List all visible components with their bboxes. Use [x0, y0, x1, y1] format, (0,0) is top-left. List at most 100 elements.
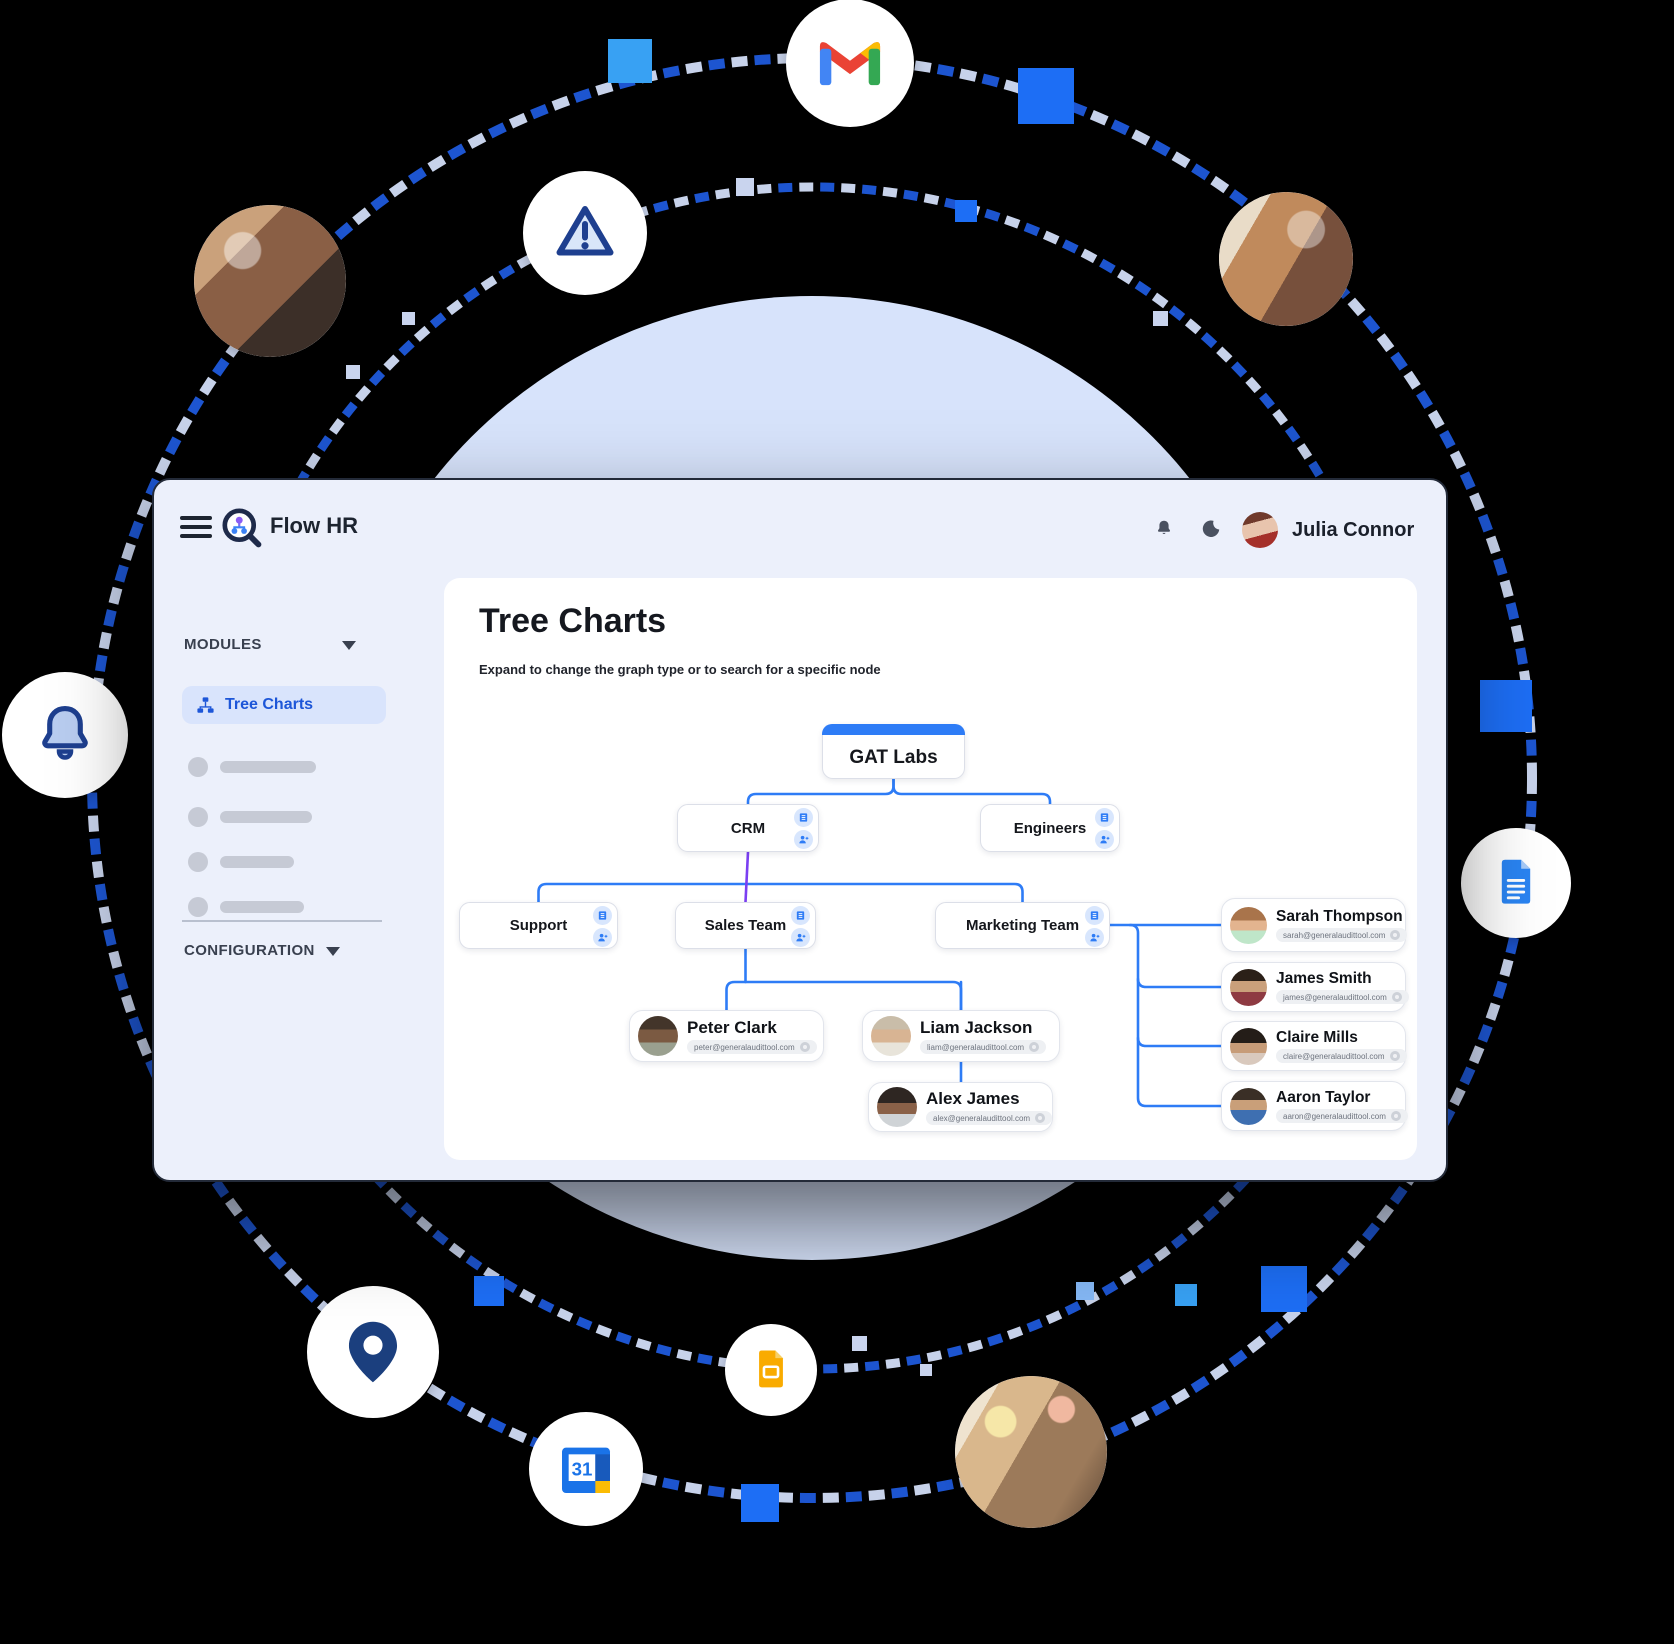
person-avatar	[1230, 1027, 1267, 1065]
add-person-icon[interactable]	[1095, 830, 1114, 849]
copy-email-icon[interactable]	[1029, 1042, 1040, 1052]
node-label: Support	[509, 917, 568, 934]
person-avatar	[871, 1016, 911, 1056]
tree-node-marketing-team[interactable]: Marketing Team	[935, 902, 1110, 949]
org-unit-icon[interactable]	[593, 906, 612, 925]
dark-mode-moon-icon[interactable]	[1200, 518, 1222, 540]
bell-icon	[42, 706, 88, 760]
hamburger-menu-icon[interactable]	[180, 516, 212, 540]
person-email: sarah@generalaudittool.com	[1283, 930, 1386, 940]
org-unit-icon[interactable]	[1095, 808, 1114, 827]
sidebar-skeleton-item	[188, 757, 316, 777]
org-unit-icon[interactable]	[1085, 906, 1104, 925]
tree-node-sales-team[interactable]: Sales Team	[675, 902, 816, 949]
tree-chart-icon	[197, 696, 214, 713]
sidebar-section-configuration: CONFIGURATION	[184, 942, 315, 959]
node-label: Engineers	[1013, 819, 1087, 837]
org-unit-icon[interactable]	[791, 906, 810, 925]
person-card-liam-jackson[interactable]: Liam Jackson liam@generalaudittool.com	[862, 1010, 1060, 1062]
tree-node-support[interactable]: Support	[459, 902, 618, 949]
person-card-james-smith[interactable]: James Smith james@generalaudittool.com	[1221, 962, 1409, 1012]
copy-email-icon[interactable]	[799, 1042, 810, 1052]
add-person-icon[interactable]	[794, 830, 813, 849]
person-email: liam@generalaudittool.com	[927, 1042, 1025, 1052]
tree-connectors	[537, 777, 1223, 1108]
decor-square	[741, 1484, 779, 1522]
add-person-icon[interactable]	[593, 928, 612, 947]
person-name: Alex James	[926, 1089, 1020, 1108]
person-card-alex-james[interactable]: Alex James alex@generalaudittool.com	[868, 1082, 1053, 1132]
copy-email-icon[interactable]	[1391, 992, 1402, 1002]
decor-square	[346, 365, 360, 379]
photo-team-top-right	[1219, 192, 1353, 326]
modules-collapse-caret-icon[interactable]	[342, 641, 356, 650]
location-badge	[307, 1286, 439, 1418]
photo-person-bottom	[955, 1376, 1107, 1528]
flow-hr-logo-icon	[222, 508, 262, 548]
person-email: aaron@generalaudittool.com	[1283, 1111, 1386, 1121]
node-label: GAT Labs	[849, 747, 938, 768]
person-card-sarah-thompson[interactable]: Sarah Thompson sarah@generalaudittool.co…	[1221, 898, 1408, 952]
google-docs-icon	[1501, 859, 1531, 904]
decor-square	[402, 312, 415, 325]
configuration-collapse-caret-icon[interactable]	[326, 947, 340, 956]
person-name: Peter Clark	[687, 1018, 777, 1037]
user-avatar[interactable]	[1242, 512, 1278, 548]
person-avatar	[638, 1016, 678, 1056]
copy-email-icon[interactable]	[1390, 930, 1401, 940]
node-label: CRM	[730, 819, 766, 837]
warning-badge	[523, 171, 647, 295]
person-avatar	[1230, 906, 1267, 944]
decor-square	[1153, 311, 1168, 326]
team-photo	[1219, 192, 1353, 326]
slides-badge	[725, 1324, 817, 1416]
person-avatar	[877, 1087, 917, 1127]
person-card-aaron-taylor[interactable]: Aaron Taylor aaron@generalaudittool.com	[1221, 1081, 1408, 1131]
photo-team-top-left	[194, 205, 346, 357]
warning-icon	[556, 206, 614, 256]
person-card-claire-mills[interactable]: Claire Mills claire@generalaudittool.com	[1221, 1021, 1407, 1071]
person-name: Aaron Taylor	[1276, 1089, 1371, 1106]
copy-email-icon[interactable]	[1389, 1051, 1400, 1061]
sidebar-skeleton-item	[188, 852, 294, 872]
person-email: peter@generalaudittool.com	[694, 1042, 795, 1052]
person-name: Liam Jackson	[920, 1018, 1033, 1037]
copy-email-icon[interactable]	[1390, 1111, 1401, 1121]
root-node-header-bar	[822, 724, 965, 735]
notifications-bell-icon[interactable]	[1153, 518, 1175, 540]
team-photo	[194, 205, 346, 357]
app-window: Flow HR Julia Connor MODULES Tree Charts	[152, 478, 1448, 1182]
sidebar-item-tree-charts[interactable]: Tree Charts	[182, 686, 386, 724]
notification-badge	[2, 672, 128, 798]
decor-square	[852, 1336, 867, 1351]
page-subtitle: Expand to change the graph type or to se…	[479, 662, 881, 677]
decor-square	[736, 178, 754, 196]
google-slides-icon	[759, 1350, 783, 1388]
page-title: Tree Charts	[479, 602, 667, 640]
copy-email-icon[interactable]	[1035, 1113, 1046, 1123]
decor-square	[1018, 68, 1074, 124]
person-email: alex@generalaudittool.com	[933, 1113, 1031, 1123]
tree-node-engineers[interactable]: Engineers	[980, 804, 1120, 852]
person-name: Sarah Thompson	[1276, 908, 1403, 925]
decor-square	[1076, 1282, 1094, 1300]
sidebar-skeleton-item	[188, 807, 312, 827]
calendar-day-label: 31	[572, 1459, 593, 1480]
tree-node-root[interactable]: GAT Labs	[822, 724, 965, 779]
add-person-icon[interactable]	[1085, 928, 1104, 947]
org-unit-icon[interactable]	[794, 808, 813, 827]
sidebar-divider	[182, 920, 382, 922]
decor-square	[474, 1276, 504, 1306]
node-label: Marketing Team	[965, 917, 1080, 934]
decor-square	[920, 1364, 932, 1376]
decor-square	[1175, 1284, 1197, 1306]
google-calendar-icon: 31	[562, 1447, 610, 1493]
person-card-peter-clark[interactable]: Peter Clark peter@generalaudittool.com	[629, 1010, 824, 1062]
decor-square	[955, 200, 977, 222]
map-pin-icon	[348, 1321, 398, 1383]
add-person-icon[interactable]	[791, 928, 810, 947]
person-avatar	[1230, 968, 1267, 1006]
docs-badge	[1461, 828, 1571, 938]
tree-node-crm[interactable]: CRM	[677, 804, 819, 852]
